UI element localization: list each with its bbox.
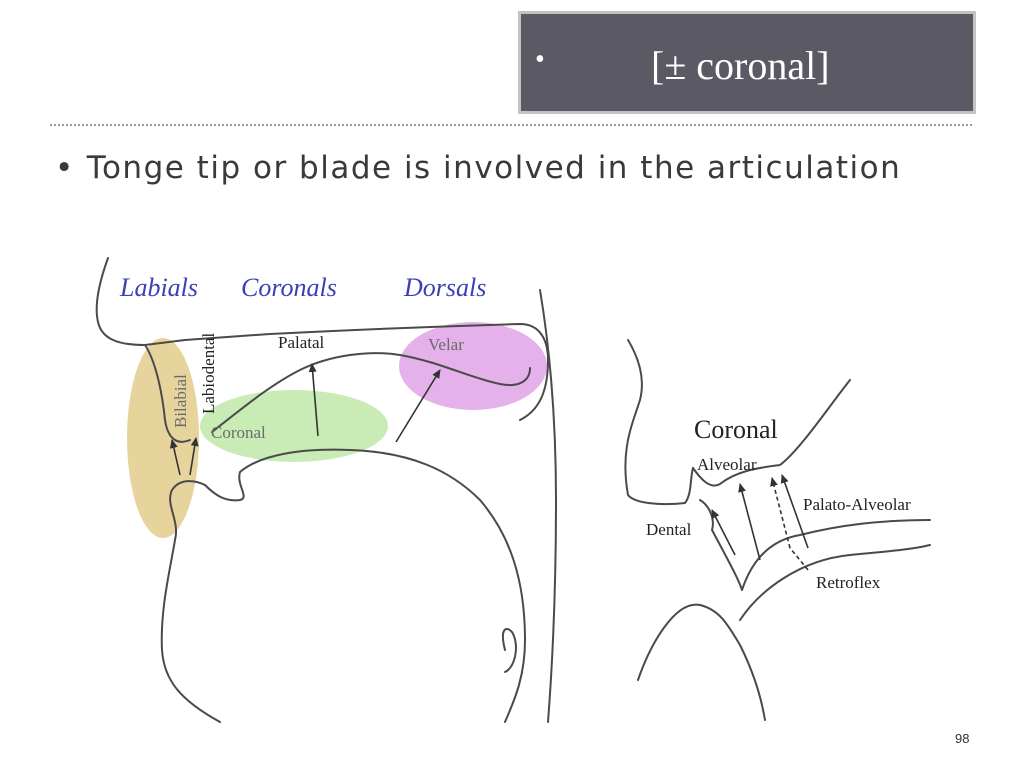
labiodental-arrow xyxy=(189,437,199,476)
upper-lip xyxy=(144,344,191,443)
bullet-dot: • xyxy=(55,150,75,186)
palato-alveolar-arrow xyxy=(780,474,809,549)
roof-of-mouth xyxy=(211,352,531,433)
dental-arrow xyxy=(711,509,736,556)
detail-tongue-tip xyxy=(699,499,931,591)
labiodental-label: Labiodental xyxy=(199,333,218,414)
labials-region xyxy=(127,338,199,538)
coronal-region-label: Coronal xyxy=(211,423,266,442)
coronal-detail-heading: Coronal xyxy=(694,415,778,444)
alveolar-arrow xyxy=(738,483,761,561)
bullet-point: • Tonge tip or blade is involved in the a… xyxy=(55,150,901,186)
bullet-text: Tonge tip or blade is involved in the ar… xyxy=(86,150,902,186)
detail-face-outline xyxy=(624,339,694,506)
vocal-tract-outline xyxy=(95,257,557,723)
bilabial-label: Bilabial xyxy=(171,374,190,428)
velar-arrow xyxy=(395,369,441,443)
dental-label: Dental xyxy=(646,520,692,539)
detail-tongue-lower xyxy=(739,544,931,621)
coronal-detail-outline xyxy=(624,339,931,721)
title-box: • [± coronal] xyxy=(518,11,976,114)
pharynx-back-outline xyxy=(539,289,557,723)
lower-lip-and-chin xyxy=(160,480,221,723)
nose-outline xyxy=(95,257,186,346)
page-number: 98 xyxy=(955,731,970,746)
dotted-divider xyxy=(50,124,972,126)
epiglottis xyxy=(502,628,517,673)
retroflex-guide xyxy=(789,547,809,571)
detail-teeth-ridge xyxy=(692,379,851,487)
dorsals-heading: Dorsals xyxy=(403,273,486,302)
retroflex-arrow xyxy=(770,477,791,549)
slide-title: [± coronal] xyxy=(651,43,830,88)
alveolar-label: Alveolar xyxy=(697,455,757,474)
bilabial-arrow xyxy=(169,439,181,476)
palato-alveolar-label: Palato-Alveolar xyxy=(803,495,911,514)
coronals-region xyxy=(200,390,388,462)
tongue-outline xyxy=(204,448,526,723)
velar-label: Velar xyxy=(428,335,464,354)
retroflex-label: Retroflex xyxy=(816,573,881,592)
coronals-heading: Coronals xyxy=(241,273,337,302)
title-bullet: • xyxy=(535,44,545,75)
palatal-label: Palatal xyxy=(278,333,325,352)
palatal-arrow xyxy=(308,363,319,437)
detail-jaw xyxy=(637,603,766,721)
palate-outline xyxy=(184,323,549,421)
dorsals-region xyxy=(399,322,547,410)
labials-heading: Labials xyxy=(119,273,198,302)
